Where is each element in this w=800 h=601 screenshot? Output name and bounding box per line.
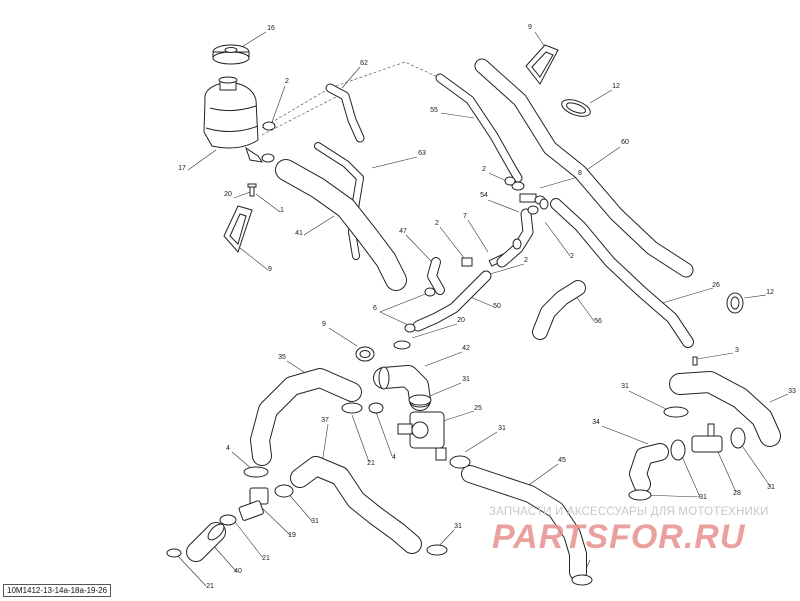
hose-56 <box>532 280 586 340</box>
hose-37 <box>290 456 422 554</box>
callout-c21a: 21 <box>367 460 375 467</box>
o-ring-seals <box>561 99 744 314</box>
callout-c31g: 31 <box>454 523 462 530</box>
callout-c8: 8 <box>578 170 582 177</box>
callout-c7: 7 <box>463 213 467 220</box>
callout-c6: 6 <box>373 305 377 312</box>
watermark-logo: PARTSFOR.RU <box>492 518 746 556</box>
hose-55 <box>435 73 523 183</box>
callout-c41: 41 <box>295 230 303 237</box>
hose-33 <box>669 371 781 447</box>
connector-19 <box>238 487 269 521</box>
callout-c54: 54 <box>480 192 488 199</box>
hose-clamps-upper <box>393 176 698 366</box>
callout-c63: 63 <box>418 150 426 157</box>
callout-c60: 60 <box>621 139 629 146</box>
callout-c45: 45 <box>558 457 566 464</box>
callout-c42: 42 <box>462 345 470 352</box>
callout-c9c: 9 <box>322 321 326 328</box>
callout-c19: 19 <box>288 532 296 539</box>
callout-c3: 3 <box>735 347 739 354</box>
callout-c56: 56 <box>594 318 602 325</box>
callout-c2d: 2 <box>570 253 574 260</box>
callout-c12b: 12 <box>766 289 774 296</box>
callout-c9a: 9 <box>528 24 532 31</box>
sleeve-40 <box>186 522 226 562</box>
hose-clamps-lower <box>166 394 746 586</box>
callout-c2e: 2 <box>524 257 528 264</box>
hose-60 <box>474 58 694 278</box>
callout-c31a: 31 <box>462 376 470 383</box>
callout-c31b: 31 <box>621 383 629 390</box>
callout-c31f: 31 <box>311 518 319 525</box>
callout-c4b: 4 <box>392 454 396 461</box>
hose-62 <box>325 83 365 143</box>
callout-c31c: 31 <box>498 425 506 432</box>
hose-63 <box>314 142 364 260</box>
hose-47 <box>427 257 445 295</box>
callout-c35: 35 <box>278 354 286 361</box>
callout-c9b: 9 <box>268 266 272 273</box>
callout-c55: 55 <box>430 107 438 114</box>
seal-rings <box>223 44 559 362</box>
callout-c50: 50 <box>493 303 501 310</box>
callout-c40: 40 <box>234 568 242 575</box>
coolant-reservoir <box>203 76 276 163</box>
hose-34 <box>629 443 669 493</box>
callout-c12a: 12 <box>612 83 620 90</box>
hose-45 <box>461 465 587 581</box>
thermostat-housing <box>397 396 447 461</box>
pressure-cap <box>212 44 250 65</box>
callout-c4a: 4 <box>226 445 230 452</box>
callout-c2b: 2 <box>482 166 486 173</box>
callout-c34: 34 <box>592 419 600 426</box>
leader-lines <box>175 31 789 587</box>
callout-c21c: 21 <box>206 583 214 590</box>
callout-c2a: 2 <box>285 78 289 85</box>
elbow-42 <box>373 365 431 411</box>
callout-c31d: 31 <box>767 484 775 491</box>
callout-c1: 1 <box>280 207 284 214</box>
callout-c31e: 31 <box>699 494 707 501</box>
callout-c17: 17 <box>178 165 186 172</box>
callout-c26: 26 <box>712 282 720 289</box>
callout-c37: 37 <box>321 417 329 424</box>
document-id: 10M1412-13-14a-18a-19-26 <box>3 584 112 597</box>
callout-c2c: 2 <box>435 220 439 227</box>
hose-35 <box>250 368 362 466</box>
hose-41 <box>275 159 407 291</box>
callout-c62: 62 <box>360 60 368 67</box>
callout-c28: 28 <box>733 490 741 497</box>
callout-c21b: 21 <box>262 555 270 562</box>
fitting-28 <box>691 423 723 453</box>
watermark-tagline: ЗАПЧАСТИ И АКСЕССУАРЫ ДЛЯ МОТОТЕХНИКИ <box>489 506 769 518</box>
callout-c20a: 20 <box>224 191 232 198</box>
hose-50 <box>412 270 492 332</box>
fastener-screw <box>247 183 257 197</box>
hose-54 <box>496 208 534 268</box>
callout-c33: 33 <box>788 388 796 395</box>
callout-c16: 16 <box>267 25 275 32</box>
hose-26 <box>550 198 694 348</box>
callout-c25: 25 <box>474 405 482 412</box>
callout-c47: 47 <box>399 228 407 235</box>
callout-c20b: 20 <box>457 317 465 324</box>
